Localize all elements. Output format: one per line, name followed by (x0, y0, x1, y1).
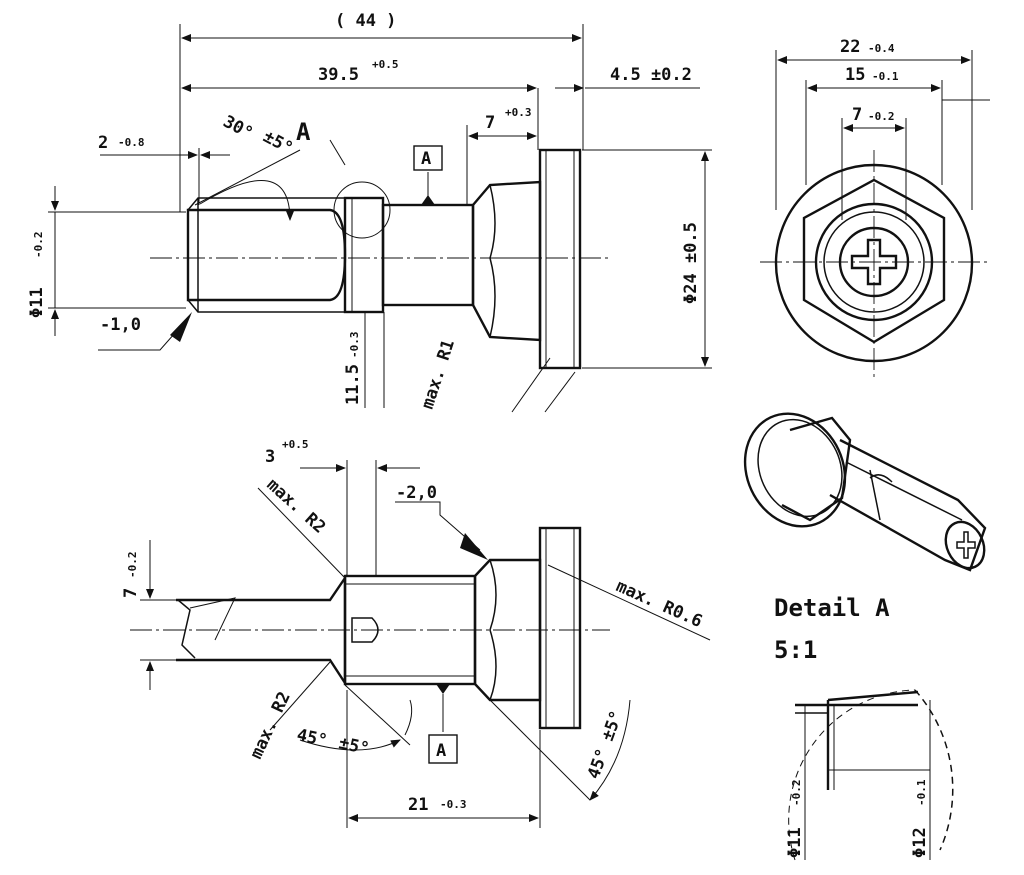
main-length-tol: +0.5 (372, 58, 399, 71)
flange-dia-label: Φ24 ±0.5 (681, 222, 701, 304)
end-hex-tol: -0.1 (872, 70, 899, 83)
detail-dia-right-tol: -0.1 (915, 779, 928, 806)
fillet-r2-bottom-label: max. R2 (246, 689, 294, 762)
chamfer-length-tol: -0.8 (118, 136, 145, 149)
detail-dia-left-tol: -0.2 (790, 780, 803, 807)
datum-label-top: A (421, 149, 431, 169)
shaft-dia-tol: -0.2 (32, 232, 45, 259)
end-hex-label: 15 (845, 65, 865, 85)
end-view (760, 50, 990, 378)
datum-box-bottom (428, 734, 458, 764)
chamfer-length-label: 2 (98, 133, 108, 153)
flange-thickness-label: 4.5 ±0.2 (610, 65, 692, 85)
angle-right-label: 45° (584, 746, 613, 782)
bottom-length-tol: -0.3 (440, 798, 467, 811)
shaft-dia-label: Φ11 (27, 287, 47, 318)
slot-tol: +0.5 (282, 438, 309, 451)
fillet-r06-label: max. R0.6 (613, 576, 705, 632)
end-outer-label: 22 (840, 37, 860, 57)
detail-scale: 5:1 (774, 636, 817, 664)
fillet-r1-label: max. R1 (418, 337, 459, 411)
groove-dia-label: 11.5 (343, 364, 363, 405)
detail-dia-right-label: Φ12 (910, 827, 930, 858)
datum-label-bottom: A (436, 741, 446, 761)
chamfer-note-bottom: -2,0 (396, 483, 437, 503)
slot-label: 3 (265, 447, 275, 467)
neck-length-tol: +0.3 (505, 106, 532, 119)
angle-left-label: 45° (295, 725, 329, 751)
datum-box-top (413, 145, 443, 171)
top-angle-label: 30° (220, 112, 257, 144)
chamfer-note-top: -1,0 (100, 315, 141, 335)
end-inner-tol: -0.2 (868, 110, 895, 123)
top-angle-tol: ±5° (260, 127, 297, 159)
angle-left-tol: ±5° (337, 733, 371, 759)
main-length-label: 39.5 (318, 65, 359, 85)
overall-length-label: ( 44 ) (335, 11, 396, 31)
isometric-view (743, 412, 987, 572)
detail-title: Detail A (774, 594, 890, 622)
bottom-side-view (130, 460, 711, 828)
detail-ref-label: A (296, 118, 311, 146)
bottom-length-label: 21 (408, 795, 428, 815)
neck-length-label: 7 (485, 113, 495, 133)
detail-a-view (788, 689, 954, 861)
fillet-r2-top-label: max. R2 (263, 475, 330, 538)
top-side-view (48, 24, 712, 413)
end-inner-label: 7 (852, 105, 862, 125)
detail-dia-left-label: Φ11 (785, 827, 805, 858)
end-outer-tol: -0.4 (868, 42, 895, 55)
flat-width-label: 7 (121, 588, 141, 598)
flat-width-tol: -0.2 (126, 552, 139, 579)
groove-dia-tol: -0.3 (348, 332, 361, 359)
